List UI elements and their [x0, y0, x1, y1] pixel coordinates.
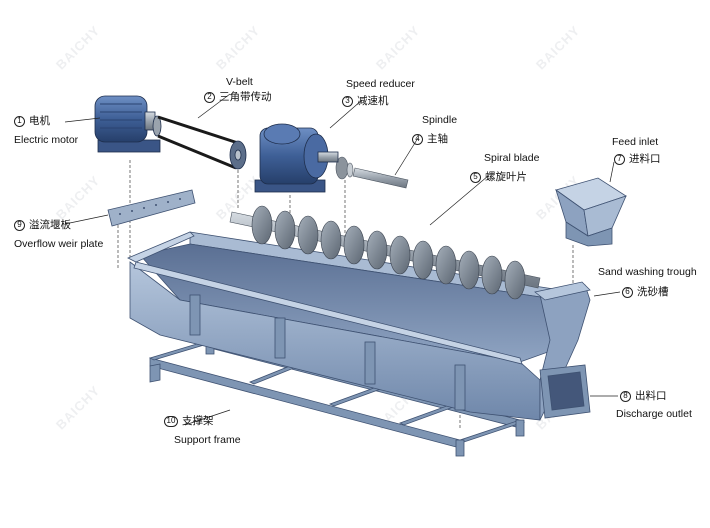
callout-number: 5	[470, 171, 481, 183]
speed-reducer	[254, 123, 339, 193]
callout-6-zh: 6 洗砂槽	[622, 285, 669, 299]
callout-number: 7	[614, 153, 625, 165]
callout-number: 1	[14, 115, 25, 127]
callout-8-zh: 8 出料口	[620, 389, 667, 403]
callout-6-en: Sand washing trough	[598, 266, 697, 278]
callout-5-en: Spiral blade	[484, 152, 540, 164]
callout-4-en: Spindle	[422, 114, 458, 126]
callout-5-zh: 5 螺旋叶片	[470, 170, 527, 184]
callout-10-en: Support frame	[174, 434, 241, 446]
v-belt	[157, 115, 239, 170]
callout-3-zh: 3 减速机	[342, 94, 389, 108]
electric-motor	[94, 95, 162, 153]
callout-2-en: V-belt	[226, 76, 253, 88]
callout-3-en: Speed reducer	[346, 78, 415, 90]
callout-number: 3	[342, 95, 353, 107]
callout-number: 2	[204, 91, 215, 103]
callout-10-zh: 10 支撑架	[164, 414, 214, 428]
callout-number: 9	[14, 219, 25, 231]
callout-2-zh: 2 三角带传动	[204, 90, 272, 104]
callout-4-zh: 4 主轴	[412, 132, 448, 146]
spiral-assembly	[229, 205, 541, 300]
callout-number: 10	[164, 415, 178, 427]
spiral-blades	[251, 205, 526, 300]
spindle	[335, 156, 409, 189]
callout-9-zh: 9 溢流堰板	[14, 218, 71, 232]
callout-1-zh: 1 电机	[14, 114, 50, 128]
callout-9-en: Overflow weir plate	[14, 238, 104, 250]
callout-8-en: Discharge outlet	[616, 408, 692, 420]
overflow-weir-plate	[107, 189, 196, 227]
callout-number: 6	[622, 286, 633, 298]
callout-7-en: Feed inlet	[612, 136, 659, 148]
callout-number: 8	[620, 390, 631, 402]
v-belt-pulley	[229, 140, 247, 170]
feed-inlet	[555, 177, 627, 247]
callout-1-en: Electric motor	[14, 134, 79, 146]
callout-number: 4	[412, 133, 423, 145]
callout-7-zh: 7 进料口	[614, 152, 661, 166]
